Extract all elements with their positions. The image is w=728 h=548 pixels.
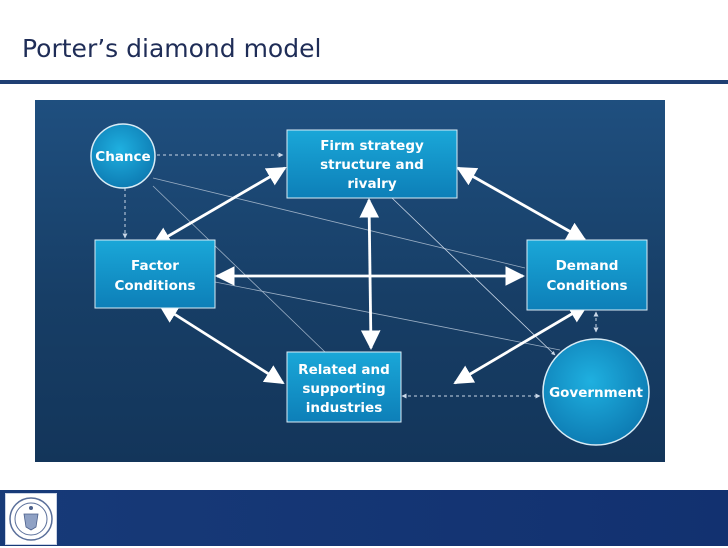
node-government: Government (542, 338, 650, 446)
arrow-firm-related (359, 198, 381, 350)
node-firm-strategy: Firm strategy structure and rivalry (286, 129, 458, 199)
node-demand-label-line2: Conditions (546, 278, 627, 294)
node-demand-label-line1: Demand (556, 258, 619, 274)
footer-bar (0, 490, 728, 546)
node-related-industries: Related and supporting industries (286, 351, 402, 423)
arrow-firm-demand (456, 166, 587, 242)
university-seal-icon (5, 493, 57, 545)
node-firm-label-line1: Firm strategy (320, 138, 424, 154)
title-underline (0, 80, 728, 84)
node-factor-conditions: Factor Conditions (94, 239, 216, 309)
line-factor-government (214, 281, 561, 351)
node-factor-label-line2: Conditions (114, 278, 195, 294)
slide-title: Porter’s diamond model (22, 34, 322, 63)
dashed-influence-lines (122, 152, 599, 399)
node-factor-label-line1: Factor (131, 258, 179, 274)
primary-arrows (151, 166, 589, 385)
node-related-label-line1: Related and (298, 362, 390, 378)
node-related-label-line3: industries (306, 400, 382, 416)
node-government-label: Government (549, 385, 643, 401)
arrow-factor-related (158, 303, 285, 385)
node-chance-label: Chance (95, 149, 150, 165)
porter-diamond-diagram: Chance Firm strategy structure and rival… (35, 100, 665, 462)
node-firm-label-line2: structure and (320, 157, 424, 173)
node-demand-conditions: Demand Conditions (526, 239, 648, 311)
arrow-related-demand (453, 303, 589, 385)
node-chance: Chance (90, 123, 156, 189)
diagram-canvas: Chance Firm strategy structure and rival… (90, 123, 650, 446)
node-firm-label-line3: rivalry (347, 176, 396, 192)
node-related-label-line2: supporting (302, 381, 385, 397)
arrow-factor-firm (151, 166, 287, 247)
